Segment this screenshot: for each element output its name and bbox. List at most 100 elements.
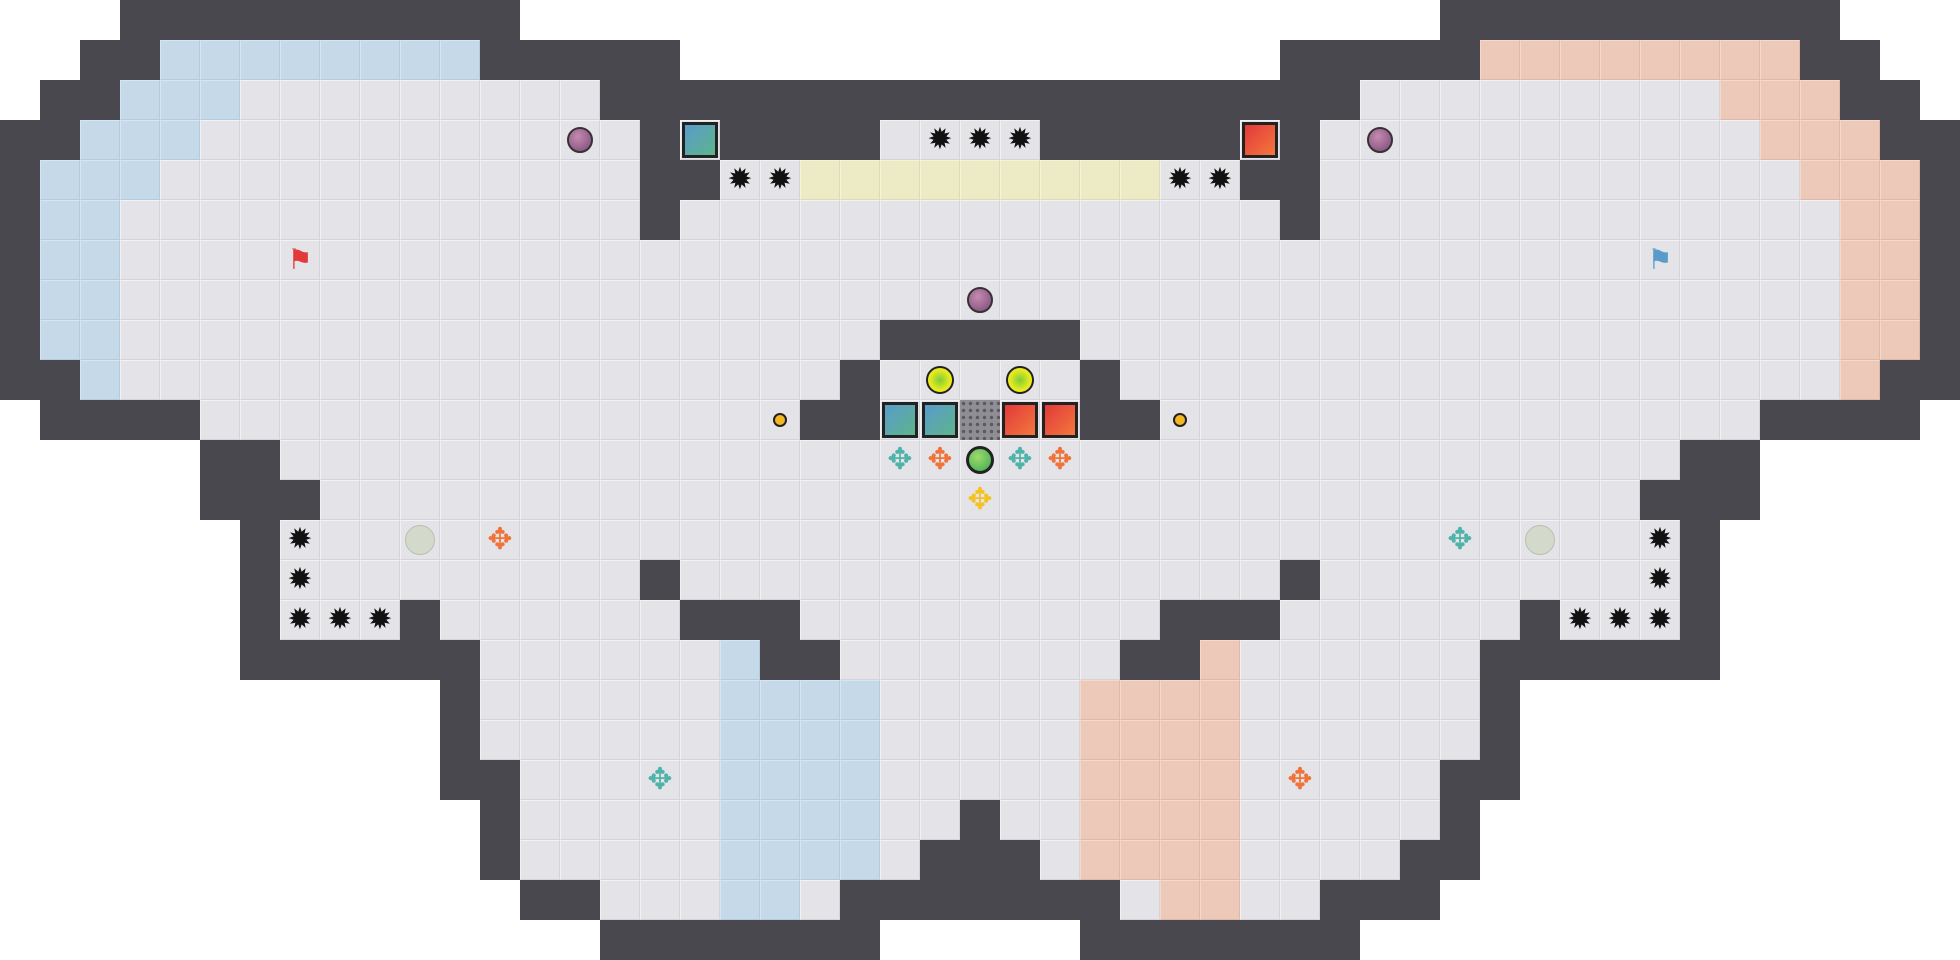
floor-tile <box>1000 480 1040 520</box>
wall-tile <box>960 320 1000 360</box>
wall-tile <box>360 0 400 40</box>
wall-tile <box>1680 600 1720 640</box>
floor-tile <box>1360 800 1400 840</box>
coin-dot-shape <box>1173 413 1187 427</box>
floor-tile <box>1520 400 1560 440</box>
floor-tile <box>920 680 960 720</box>
floor-tile <box>720 400 760 440</box>
floor-tile <box>720 480 760 520</box>
blue-zone-tile <box>200 80 240 120</box>
wall-tile <box>240 600 280 640</box>
floor-tile <box>640 640 680 680</box>
floor-tile <box>920 280 960 320</box>
wall-tile <box>1280 920 1320 960</box>
floor-tile <box>1760 360 1800 400</box>
floor-tile <box>880 520 920 560</box>
wall-tile <box>1920 320 1960 360</box>
red-zone-tile <box>1800 120 1840 160</box>
floor-tile <box>800 200 840 240</box>
floor-tile <box>680 800 720 840</box>
wall-tile <box>1560 0 1600 40</box>
floor-tile <box>840 240 880 280</box>
floor-tile <box>400 240 440 280</box>
floor-tile <box>960 360 1000 400</box>
blue-zone-tile <box>80 240 120 280</box>
floor-tile <box>1760 200 1800 240</box>
wall-tile <box>1880 80 1920 120</box>
floor-tile <box>1520 440 1560 480</box>
wall-tile <box>1720 440 1760 480</box>
floor-tile <box>1040 360 1080 400</box>
floor-tile <box>560 200 600 240</box>
floor-tile <box>1000 240 1040 280</box>
floor-tile <box>760 480 800 520</box>
wall-tile <box>1680 520 1720 560</box>
floor-tile <box>1160 320 1200 360</box>
wall-tile <box>1720 480 1760 520</box>
floor-tile <box>1120 320 1160 360</box>
floor-tile <box>1760 280 1800 320</box>
floor-tile <box>280 160 320 200</box>
floor-tile <box>400 560 440 600</box>
floor-tile <box>280 520 320 560</box>
floor-tile <box>640 360 680 400</box>
blue-zone-tile <box>160 40 200 80</box>
floor-tile <box>360 240 400 280</box>
floor-tile <box>1240 320 1280 360</box>
red-zone-tile <box>1080 720 1120 760</box>
floor-tile <box>1640 80 1680 120</box>
red-zone-tile <box>1840 320 1880 360</box>
wall-tile <box>1240 920 1280 960</box>
floor-tile <box>1440 280 1480 320</box>
blue-zone-tile <box>800 680 840 720</box>
floor-tile <box>1360 760 1400 800</box>
floor-tile <box>320 560 360 600</box>
floor-tile <box>1360 400 1400 440</box>
floor-tile <box>680 480 720 520</box>
floor-tile <box>1320 240 1360 280</box>
blue-zone-tile <box>720 840 760 880</box>
floor-tile <box>1200 160 1240 200</box>
blue-zone-tile <box>800 720 840 760</box>
floor-tile <box>600 600 640 640</box>
red-zone-tile <box>1120 840 1160 880</box>
floor-tile <box>1400 120 1440 160</box>
blue-zone-tile <box>160 80 200 120</box>
floor-tile <box>480 280 520 320</box>
floor-tile <box>440 80 480 120</box>
floor-tile <box>1680 120 1720 160</box>
floor-tile <box>560 360 600 400</box>
floor-tile <box>1320 760 1360 800</box>
energy-orb-shape <box>926 366 954 394</box>
floor-tile <box>1320 640 1360 680</box>
blue-zone-tile <box>80 320 120 360</box>
wall-tile <box>1520 600 1560 640</box>
red-zone-tile <box>1080 680 1120 720</box>
floor-tile <box>1040 280 1080 320</box>
floor-tile <box>160 200 200 240</box>
floor-tile <box>520 400 560 440</box>
floor-tile <box>1440 400 1480 440</box>
wall-tile <box>960 840 1000 880</box>
floor-tile <box>480 400 520 440</box>
floor-tile <box>1520 160 1560 200</box>
red-zone-tile <box>1160 800 1200 840</box>
wall-tile <box>400 0 440 40</box>
blue-zone-tile <box>280 40 320 80</box>
floor-tile <box>1040 200 1080 240</box>
wall-tile <box>120 40 160 80</box>
blue-zone-tile <box>40 240 80 280</box>
blue-zone-tile <box>160 120 200 160</box>
floor-tile <box>440 520 480 560</box>
floor-tile <box>1440 360 1480 400</box>
floor-tile <box>880 680 920 720</box>
floor-tile <box>1720 320 1760 360</box>
floor-tile <box>800 520 840 560</box>
red-zone-tile <box>1800 160 1840 200</box>
floor-tile <box>1320 280 1360 320</box>
wall-tile <box>480 760 520 800</box>
floor-tile <box>760 320 800 360</box>
wall-tile <box>1200 600 1240 640</box>
floor-tile <box>1360 520 1400 560</box>
neutral-pad <box>400 520 440 560</box>
